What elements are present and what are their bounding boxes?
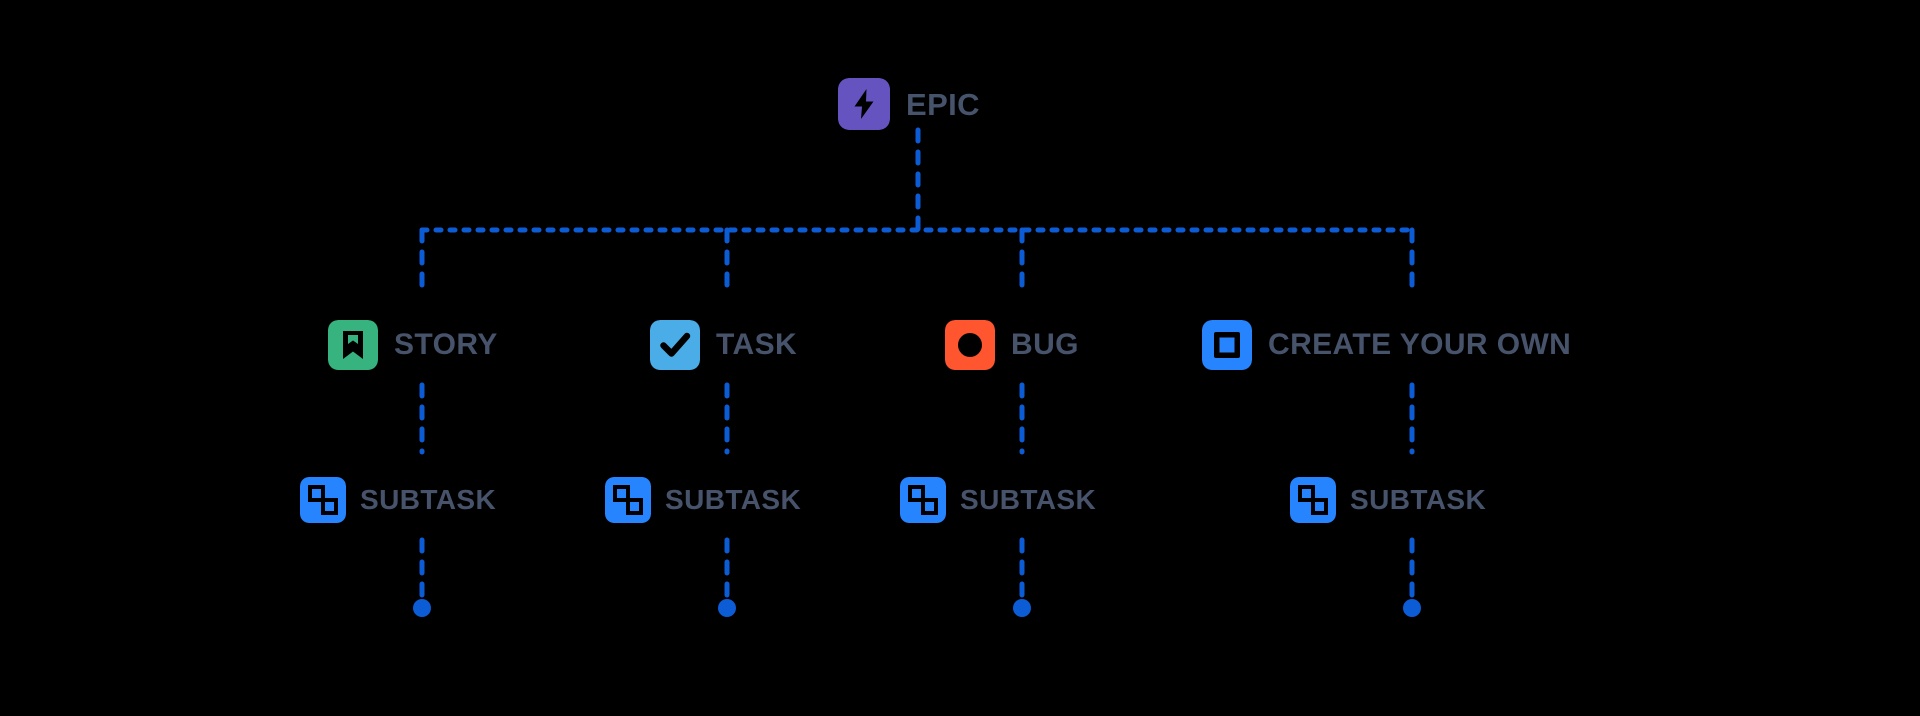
node-task[interactable]: TASK [650,320,797,370]
node-subtask-3-label: SUBTASK [960,484,1097,515]
node-task-label: TASK [716,328,798,361]
terminal-dot [413,599,431,617]
check-icon [650,320,700,370]
subtask-blocks-icon [900,477,946,523]
node-subtask-4-label: SUBTASK [1350,484,1487,515]
node-epic-label: EPIC [906,86,980,122]
lightning-bolt-icon [838,78,890,130]
node-subtask-3[interactable]: SUBTASK [900,477,1096,523]
terminal-dot [1403,599,1421,617]
node-subtask-1-label: SUBTASK [360,484,497,515]
bug-circle-icon [945,320,995,370]
node-epic[interactable]: EPIC [838,78,980,130]
bookmark-icon [328,320,378,370]
subtask-blocks-icon [605,477,651,523]
terminal-dot [1013,599,1031,617]
subtask-blocks-icon [300,477,346,523]
node-create-your-own-label: CREATE YOUR OWN [1268,328,1572,361]
node-subtask-2[interactable]: SUBTASK [605,477,801,523]
subtask-blocks-icon [1290,477,1336,523]
node-subtask-1[interactable]: SUBTASK [300,477,496,523]
node-subtask-2-label: SUBTASK [665,484,802,515]
terminal-dot [718,599,736,617]
square-outline-icon [1202,320,1252,370]
node-subtask-4[interactable]: SUBTASK [1290,477,1486,523]
node-bug[interactable]: BUG [945,320,1079,370]
node-story-label: STORY [394,328,498,361]
node-bug-label: BUG [1011,328,1079,361]
node-create-your-own[interactable]: CREATE YOUR OWN [1202,320,1571,370]
node-story[interactable]: STORY [328,320,498,370]
